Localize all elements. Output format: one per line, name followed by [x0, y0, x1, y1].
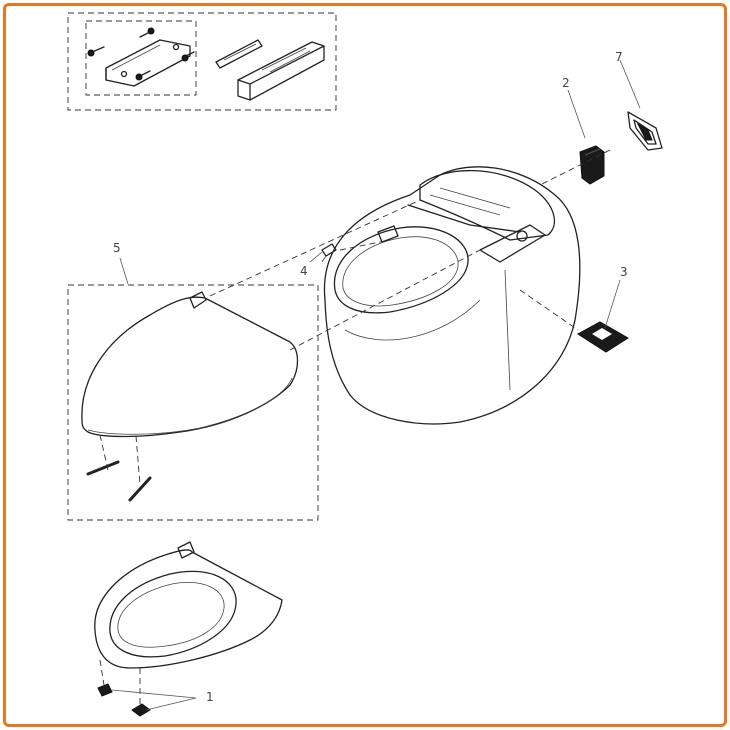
kit-dashed-box [67, 12, 337, 111]
wall-bracket-kit [67, 12, 337, 111]
nameplate-icon [627, 111, 663, 151]
callout-2: 2 [562, 76, 570, 90]
lid-dashed-box [67, 284, 319, 521]
screw-icon [87, 27, 195, 81]
frame-border [3, 3, 727, 727]
callout-3: 3 [620, 265, 628, 279]
toilet-body-icon [323, 166, 581, 425]
callout-7: 7 [615, 50, 623, 64]
hinge-pin-icon [86, 460, 152, 502]
callout-5: 5 [113, 241, 121, 255]
bracket-dashed-box [85, 20, 197, 96]
remote-control-icon [215, 39, 325, 101]
callout-1: 1 [206, 690, 214, 704]
lid-icon [67, 284, 319, 521]
assembly-lines [209, 149, 611, 351]
filter-cartridge-icon [579, 145, 605, 185]
label-tag-icon [577, 321, 629, 353]
wall-bracket-icon [105, 39, 191, 87]
bumper-icon [321, 243, 337, 263]
callout-4: 4 [300, 264, 308, 278]
leader-lines [111, 59, 641, 711]
seat-ring-icon [94, 541, 283, 717]
